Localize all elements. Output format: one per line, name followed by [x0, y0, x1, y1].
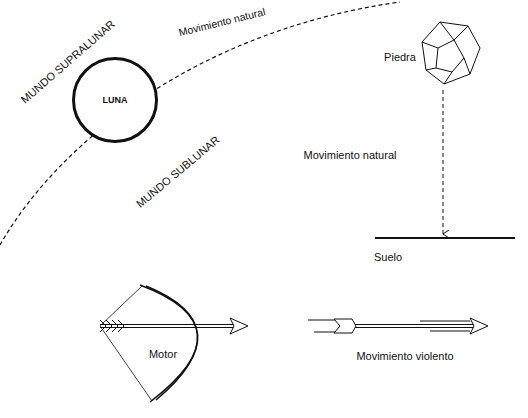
node-text: LUNA	[72, 95, 158, 105]
text-label: MUNDO SUBLUNAR	[134, 134, 221, 210]
moon-circle: LUNA	[72, 57, 158, 143]
flying-arrow	[308, 318, 488, 334]
text-label: Movimiento natural	[178, 6, 267, 38]
text-label: Movimiento violento	[356, 351, 453, 362]
ground-line	[375, 237, 515, 239]
orbit-arc	[0, 2, 400, 245]
bow-symbol	[100, 285, 198, 402]
fall-arrow	[443, 90, 444, 234]
text-label: Suelo	[374, 252, 402, 263]
text-label: Piedra	[384, 52, 416, 63]
text-label: Motor	[149, 349, 177, 360]
stone-drawing	[422, 22, 480, 84]
arrow-symbol	[100, 318, 248, 334]
text-label: Movimiento natural	[304, 150, 397, 161]
